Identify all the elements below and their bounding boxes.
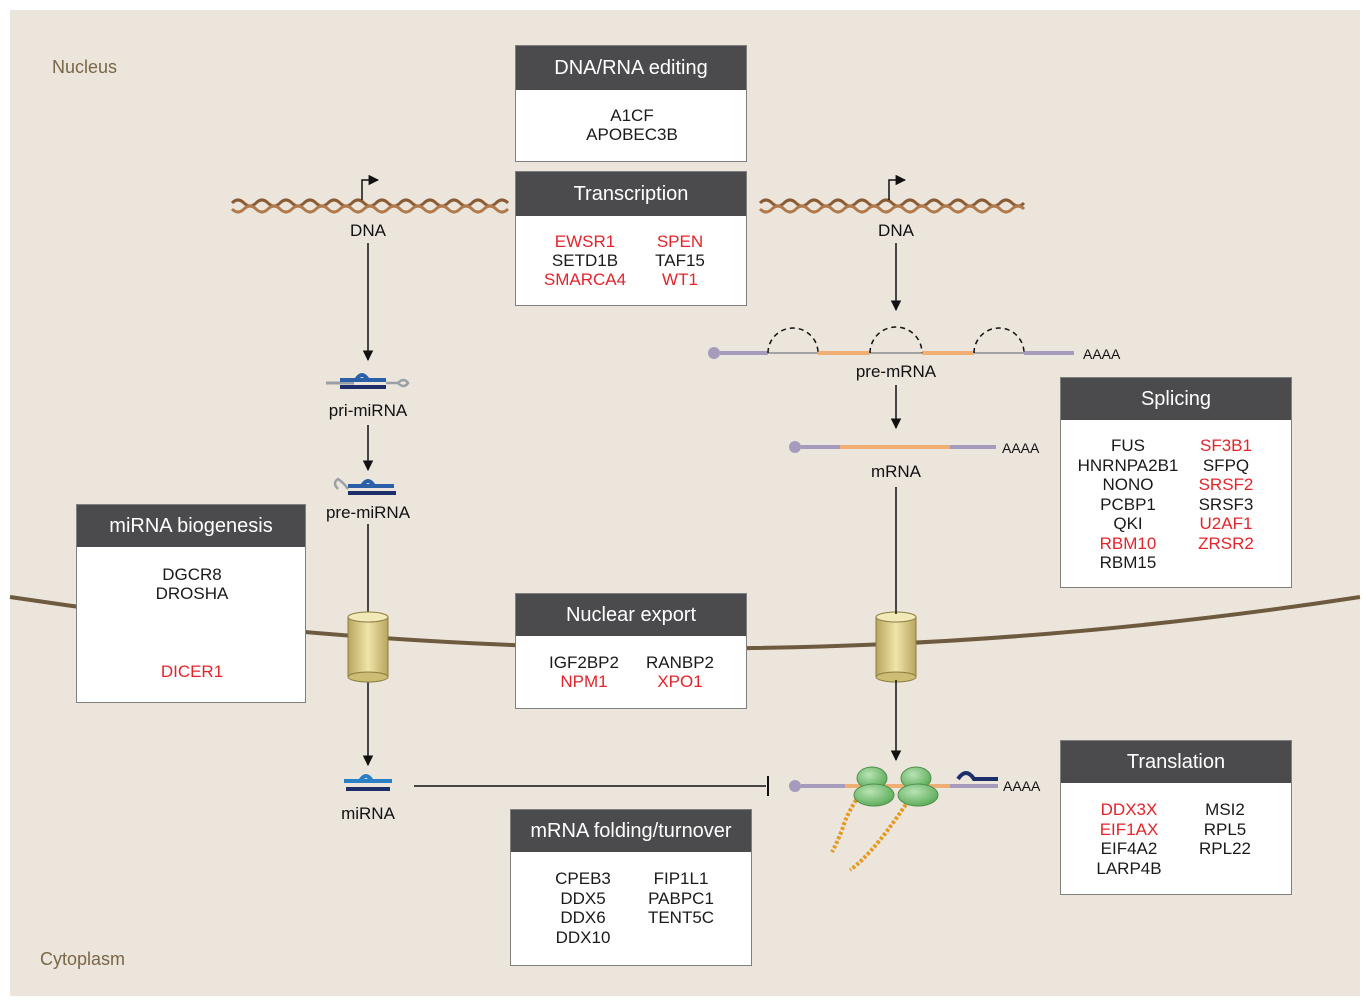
- transcription-title: Transcription: [516, 172, 746, 216]
- dna-right-label: DNA: [866, 221, 926, 241]
- gene-pcbp1: PCBP1: [1067, 495, 1189, 515]
- nuclear-export-title: Nuclear export: [516, 594, 746, 636]
- pri-mirna-label: pri-miRNA: [318, 401, 418, 421]
- gene-qki: QKI: [1067, 514, 1189, 534]
- nuclear-pore-left: [348, 612, 388, 682]
- gene-ddx3x: DDX3X: [1079, 800, 1179, 820]
- nuclear-export-box: Nuclear export IGF2BP2 RANBP2 NPM1 XPO1: [515, 593, 747, 709]
- gene-zrsr2: ZRSR2: [1183, 534, 1269, 554]
- polya-pre-mrna: AAAA: [1083, 346, 1120, 362]
- gene-msi2: MSI2: [1179, 800, 1271, 820]
- editing-box: DNA/RNA editing A1CF APOBEC3B: [515, 45, 747, 162]
- gene-nono: NONO: [1067, 475, 1189, 495]
- mirna-biogenesis-title: miRNA biogenesis: [77, 505, 305, 547]
- gene-tent5c: TENT5C: [633, 908, 729, 928]
- splicing-box: Splicing FUS SF3B1 HNRNPA2B1 SFPQ NONO S…: [1060, 377, 1292, 588]
- pre-mrna-label: pre-mRNA: [846, 362, 946, 382]
- gene-ewsr1: EWSR1: [526, 232, 644, 252]
- translation-box: Translation DDX3X MSI2 EIF1AX RPL5 EIF4A…: [1060, 740, 1292, 895]
- pre-mirna-label: pre-miRNA: [318, 503, 418, 523]
- splicing-title: Splicing: [1061, 378, 1291, 420]
- transcription-box: Transcription EWSR1 SPEN SETD1B TAF15 SM…: [515, 171, 747, 306]
- gene-pabpc1: PABPC1: [633, 889, 729, 909]
- gene-cpeb3: CPEB3: [533, 869, 633, 889]
- gene-taf15: TAF15: [634, 251, 726, 271]
- gene-fus: FUS: [1067, 436, 1189, 456]
- gene-rpl22: RPL22: [1179, 839, 1271, 859]
- gene-ddx6: DDX6: [533, 908, 633, 928]
- gene-rbm10: RBM10: [1067, 534, 1189, 554]
- gene-ranbp2: RANBP2: [634, 653, 726, 673]
- gene-smarca4: SMARCA4: [526, 270, 644, 290]
- nuclear-pore-right: [876, 612, 916, 682]
- gene-rbm15: RBM15: [1067, 553, 1189, 573]
- gene-hnrnpa2b1: HNRNPA2B1: [1067, 456, 1189, 476]
- editing-title: DNA/RNA editing: [516, 46, 746, 90]
- gene-dgcr8: DGCR8: [77, 565, 307, 585]
- gene-u2af1: U2AF1: [1183, 514, 1269, 534]
- gene-ddx10: DDX10: [533, 928, 633, 948]
- gene-larp4b: LARP4B: [1079, 859, 1179, 879]
- polya-mrna: AAAA: [1002, 440, 1039, 456]
- gene-drosha: DROSHA: [77, 584, 307, 604]
- mirna-biogenesis-box: miRNA biogenesis DGCR8 DROSHA DICER1: [76, 504, 306, 703]
- gene-dicer1: DICER1: [77, 662, 307, 682]
- gene-wt1: WT1: [634, 270, 726, 290]
- gene-sfpq: SFPQ: [1183, 456, 1269, 476]
- gene-fip1l1: FIP1L1: [633, 869, 729, 889]
- folding-turnover-title: mRNA folding/turnover: [511, 810, 751, 852]
- cytoplasm-label: Cytoplasm: [40, 949, 125, 970]
- gene-ddx5: DDX5: [533, 889, 633, 909]
- gene-eif4a2: EIF4A2: [1079, 839, 1179, 859]
- translation-title: Translation: [1061, 741, 1291, 783]
- gene-eif1ax: EIF1AX: [1079, 820, 1179, 840]
- gene-srsf3: SRSF3: [1183, 495, 1269, 515]
- dna-left-label: DNA: [338, 221, 398, 241]
- gene-setd1b: SETD1B: [526, 251, 644, 271]
- mrna-label: mRNA: [856, 462, 936, 482]
- gene-apobec3b: APOBEC3B: [516, 125, 748, 145]
- polya-translation: AAAA: [1003, 778, 1040, 794]
- folding-turnover-box: mRNA folding/turnover CPEB3 FIP1L1 DDX5 …: [510, 809, 752, 966]
- gene-rpl5: RPL5: [1179, 820, 1271, 840]
- gene-a1cf: A1CF: [516, 106, 748, 126]
- gene-srsf2: SRSF2: [1183, 475, 1269, 495]
- gene-sf3b1: SF3B1: [1183, 436, 1269, 456]
- nucleus-label: Nucleus: [52, 57, 117, 78]
- gene-xpo1: XPO1: [634, 672, 726, 692]
- gene-npm1: NPM1: [528, 672, 640, 692]
- gene-spen: SPEN: [634, 232, 726, 252]
- gene-igf2bp2: IGF2BP2: [528, 653, 640, 673]
- mirna-label: miRNA: [328, 804, 408, 824]
